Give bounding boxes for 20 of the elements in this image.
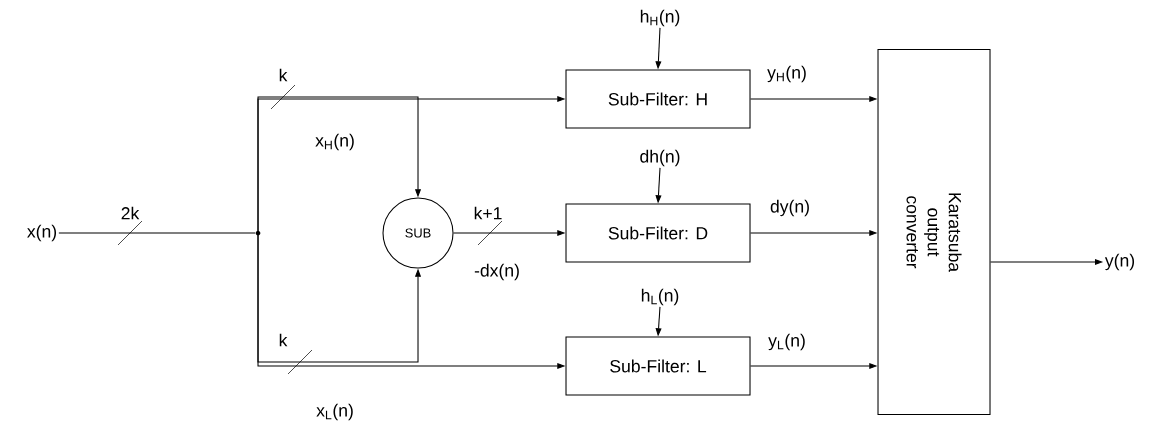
edge-label: dy(n): [768, 198, 812, 218]
converter-box: Karatsuba output converter: [877, 48, 991, 416]
filter-box: Sub-Filter: L: [565, 336, 751, 396]
signal-label: x$_{H}$(n): [315, 133, 354, 151]
filter-box: Sub-Filter: D: [565, 203, 751, 263]
edge-label: k: [277, 67, 289, 83]
filter-box: Sub-Filter: H: [565, 69, 751, 129]
edge-label: k: [277, 332, 289, 348]
signal-label: -dx(n): [474, 263, 519, 281]
signal-label: x(n): [27, 224, 57, 242]
edge-label: k+1: [472, 205, 504, 221]
signal-label: dh(n): [640, 149, 680, 167]
arrow: [257, 96, 422, 234]
edge-label: y$_{L}$(n): [767, 332, 808, 352]
signal-label: h$_{H}$(n): [640, 9, 680, 27]
signal-label: x$_{L}$(n): [316, 403, 353, 421]
edge-label: y$_{H}$(n): [766, 64, 809, 84]
signal-label: y(n): [1104, 253, 1135, 271]
edge-label: 2k: [119, 205, 141, 221]
signal-label: h$_{L}$(n): [641, 288, 679, 306]
